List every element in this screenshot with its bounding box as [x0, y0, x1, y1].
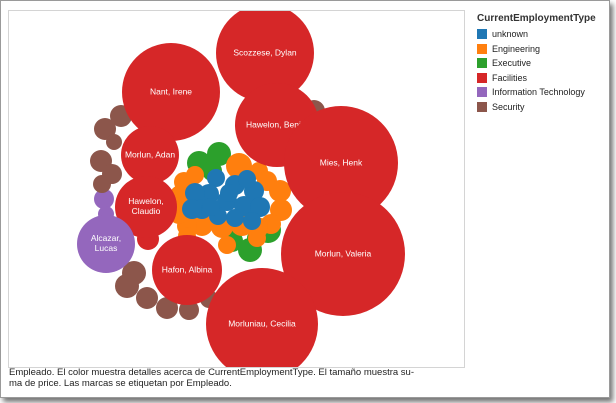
bubble-label: Morluniau, Cecilia	[228, 318, 296, 328]
legend-label: Executive	[492, 58, 532, 69]
legend-swatch	[477, 29, 487, 40]
bubble-engineering[interactable]	[186, 166, 204, 184]
bubble-unknown[interactable]	[220, 184, 238, 202]
bubble-label: Nant, Irene	[150, 86, 192, 96]
bubble-label: Mies, Henk	[320, 157, 363, 167]
bubble-security[interactable]	[93, 175, 111, 193]
chart-caption: Empleado. El color muestra detalles acer…	[9, 367, 479, 389]
legend-label: Facilities	[492, 72, 528, 83]
bubble-security[interactable]	[179, 300, 199, 320]
bubble-label: Morlun, Adan	[125, 149, 175, 159]
legend-item[interactable]: Security	[477, 100, 609, 115]
bubble-employee[interactable]	[152, 235, 222, 305]
bubble-label: Hawelon, Benito	[246, 119, 308, 129]
bubble-information-technology[interactable]	[94, 189, 114, 209]
legend-swatch	[477, 43, 487, 54]
legend-swatch	[477, 101, 487, 112]
bubble-label: Hafon, Albina	[162, 264, 213, 274]
bubble-unknown[interactable]	[243, 212, 261, 230]
legend-item[interactable]: Engineering	[477, 42, 609, 57]
caption-line-2: ma de price. Las marcas se etiquetan por…	[9, 377, 232, 389]
legend-label: Engineering	[492, 43, 541, 54]
bubble-unknown[interactable]	[238, 170, 256, 188]
caption-line-1: Empleado. El color muestra detalles acer…	[9, 367, 414, 378]
bubble-label: Scozzese, Dylan	[233, 47, 297, 57]
bubble-unknown[interactable]	[226, 209, 244, 227]
legend-item[interactable]: Executive	[477, 56, 609, 71]
bubble-employee[interactable]	[284, 106, 398, 220]
bubble-unknown[interactable]	[202, 198, 220, 216]
bubble-security[interactable]	[94, 118, 116, 140]
bubble-employee[interactable]	[115, 176, 177, 238]
legend-swatch	[477, 87, 487, 98]
bubble-unknown[interactable]	[207, 169, 225, 187]
bubble-engineering[interactable]	[218, 236, 236, 254]
bubble-engineering[interactable]	[191, 214, 213, 236]
bubble-employee[interactable]	[206, 268, 318, 367]
legend-label: Information Technology	[492, 87, 585, 98]
bubble-employee[interactable]	[281, 192, 405, 316]
legend-swatch	[477, 58, 487, 69]
bubble-employee[interactable]	[121, 126, 179, 184]
legend-item[interactable]: Information Technology	[477, 85, 609, 100]
legend-swatch	[477, 72, 487, 83]
bubble-security[interactable]	[136, 287, 158, 309]
bubble-employee[interactable]	[216, 11, 314, 102]
bubble-unknown[interactable]	[185, 183, 205, 203]
bubble-unknown[interactable]	[250, 197, 270, 217]
legend-label: Security	[492, 101, 525, 112]
bubble-executive[interactable]	[207, 142, 231, 166]
bubble-employee[interactable]	[77, 215, 135, 273]
bubble-engineering[interactable]	[269, 180, 291, 202]
bubble-security[interactable]	[115, 274, 139, 298]
bubble-label: Alcazar,Lucas	[91, 233, 121, 253]
legend-item[interactable]: unknown	[477, 27, 609, 42]
bubble-security[interactable]	[106, 134, 122, 150]
bubble-employee[interactable]	[122, 43, 220, 141]
legend-title: CurrentEmploymentType	[477, 13, 596, 24]
legend-label: unknown	[492, 29, 529, 40]
bubble-label: Morlun, Valeria	[315, 248, 372, 258]
bubble-label: Hawelon,Claudio	[128, 196, 163, 216]
bubble-unknown[interactable]	[182, 199, 202, 219]
bubble-engineering[interactable]	[248, 229, 266, 247]
bubble-security[interactable]	[156, 297, 178, 319]
legend-item[interactable]: Facilities	[477, 71, 609, 86]
